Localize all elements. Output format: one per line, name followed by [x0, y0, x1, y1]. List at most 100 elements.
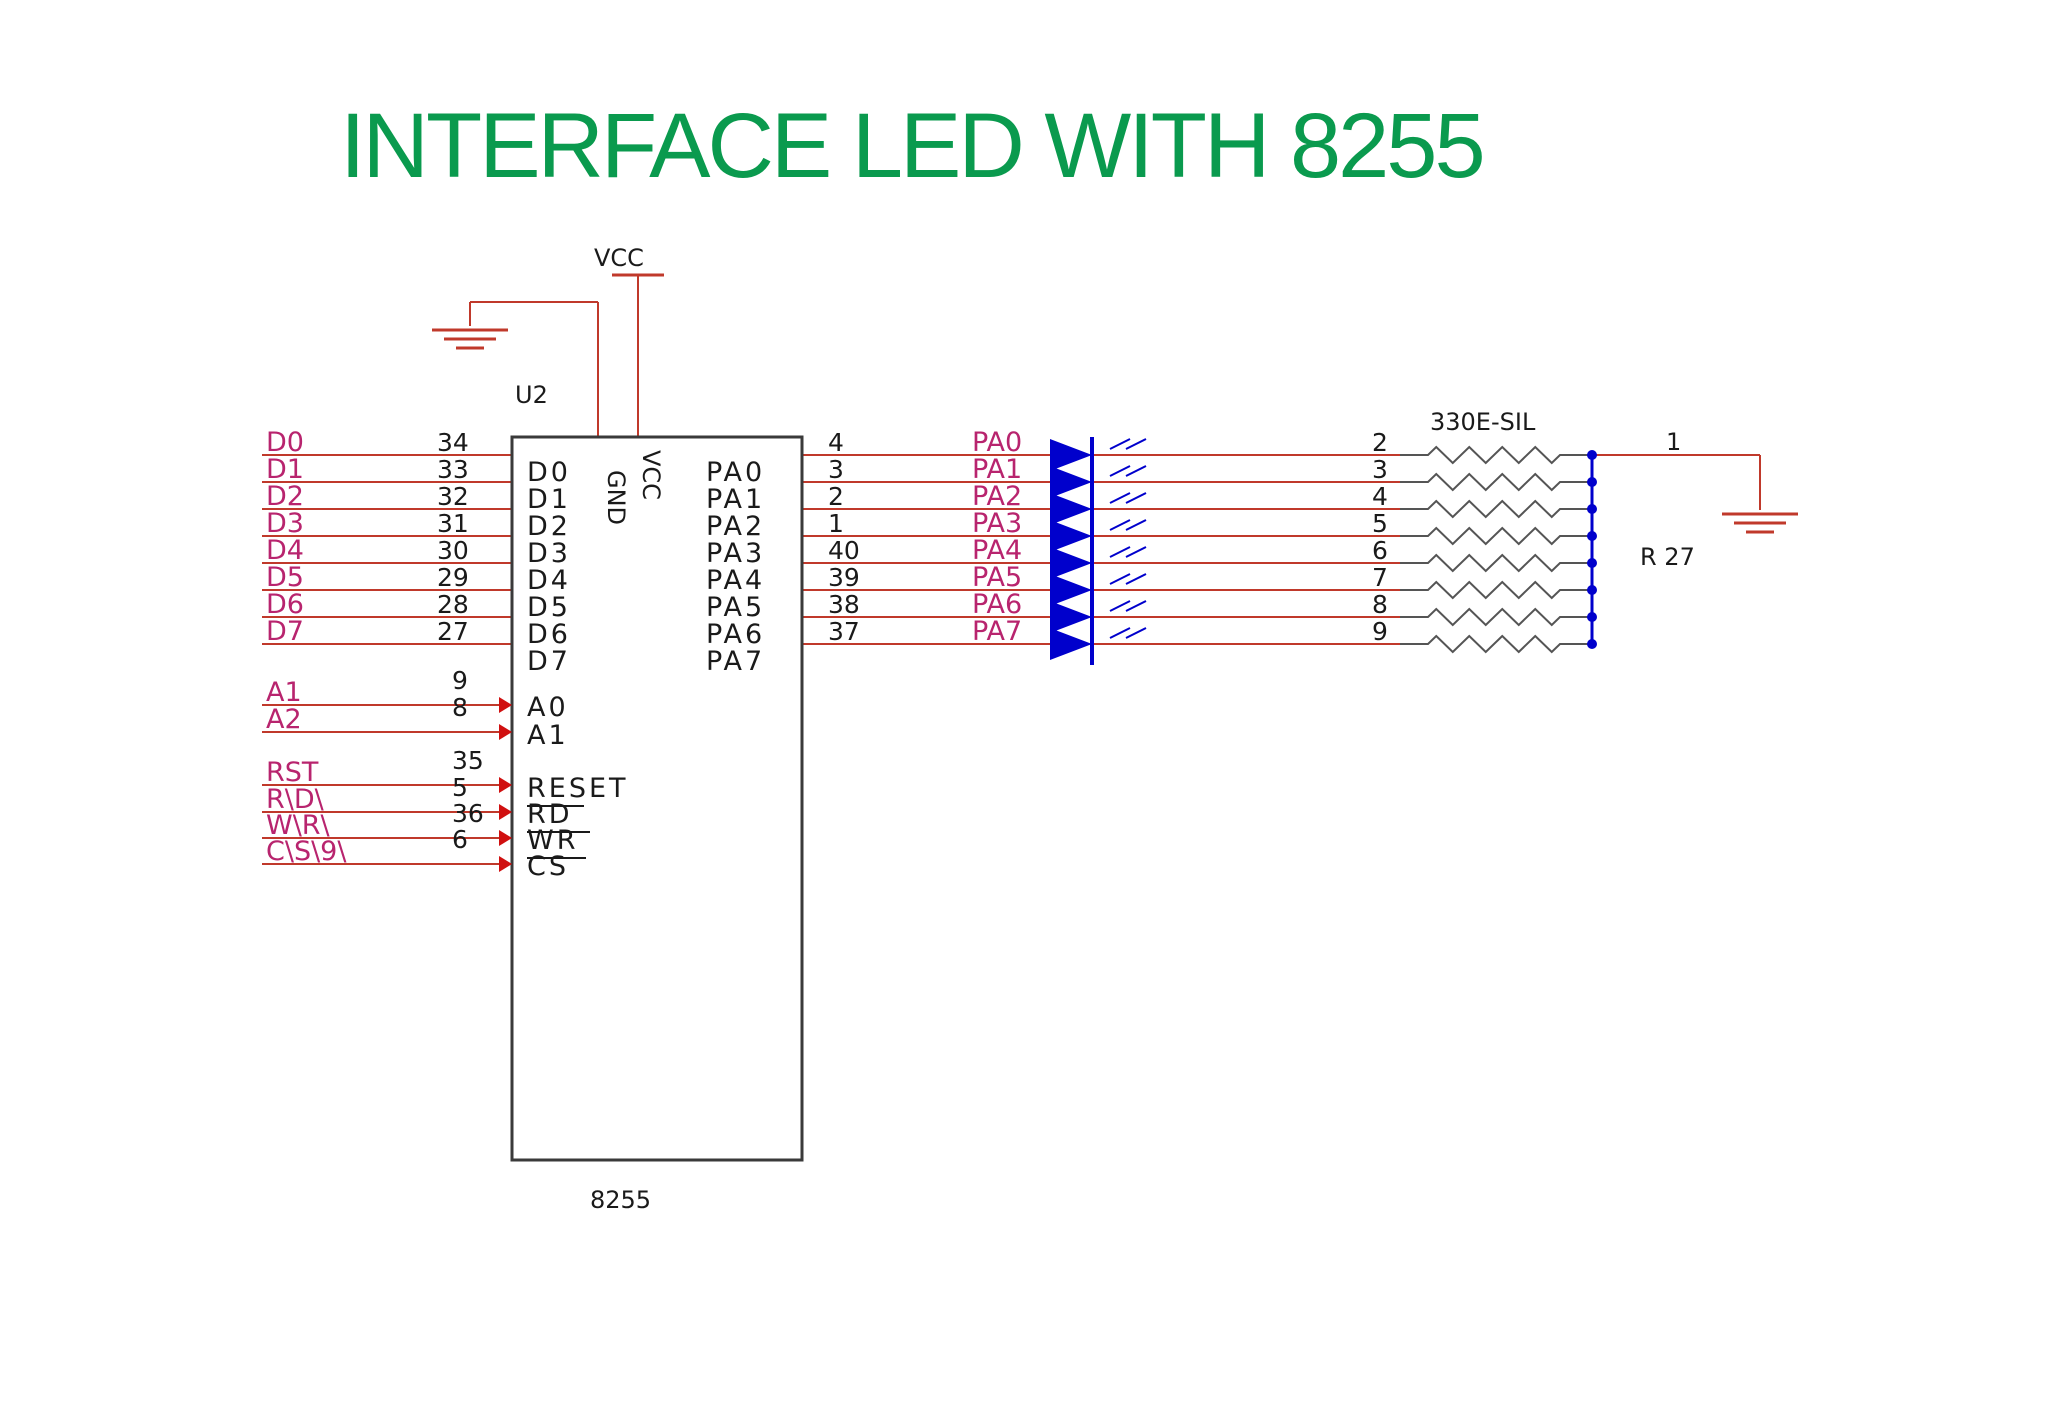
addr_pins-pin-number-0: 9	[452, 666, 468, 695]
data-pin-number-0: 34	[437, 428, 469, 457]
led-ray-a-5	[1109, 573, 1131, 585]
port-pin-name-1: PA1	[706, 484, 765, 515]
resistor-5	[1400, 580, 1592, 600]
port-pin-number-5: 39	[828, 563, 860, 592]
led-ray-b-2	[1125, 492, 1147, 504]
led-3	[1050, 520, 1092, 552]
led-ray-b-5	[1125, 573, 1147, 585]
port-net-label-7: PA7	[972, 616, 1022, 647]
port-pin-number-4: 40	[828, 536, 860, 565]
data-pin-name-7: D7	[527, 646, 571, 677]
ctrl_pins-pin-name-2: WR	[527, 825, 578, 856]
port-net-label-1: PA1	[972, 454, 1022, 485]
resistor-3	[1400, 526, 1592, 546]
wires-layer	[262, 275, 1761, 865]
data-pin-number-7: 27	[437, 617, 469, 646]
led-7	[1050, 628, 1092, 660]
data-pin-name-6: D6	[527, 619, 571, 650]
led-4	[1050, 547, 1092, 579]
ctrl_pins-pin-number-1: 5	[452, 773, 468, 802]
port-pin-name-5: PA5	[706, 592, 765, 623]
port-net-label-3: PA3	[972, 508, 1022, 539]
rpack-pin-number-1: 3	[1372, 455, 1388, 484]
data-net-label-3: D3	[266, 508, 304, 539]
addr_pins-pin-name-0: A0	[527, 692, 569, 723]
port-pin-number-0: 4	[828, 428, 844, 457]
ctrl_pins-pin-number-2: 36	[452, 799, 484, 828]
port-net-label-0: PA0	[972, 427, 1022, 458]
led-2	[1050, 493, 1092, 525]
resistor-6	[1400, 607, 1592, 627]
chip-part-label: 8255	[590, 1186, 651, 1214]
ctrl_pins-arrow-1	[499, 804, 512, 820]
data-pin-number-2: 32	[437, 482, 469, 511]
data-net-label-0: D0	[266, 427, 304, 458]
rpack-pin-number-5: 7	[1372, 563, 1388, 592]
led-ray-a-4	[1109, 546, 1131, 558]
led-0	[1050, 439, 1092, 471]
port-pin-number-1: 3	[828, 455, 844, 484]
port-net-label-5: PA5	[972, 562, 1022, 593]
led-ray-a-6	[1109, 600, 1131, 612]
data-pin-number-6: 28	[437, 590, 469, 619]
led-6	[1050, 601, 1092, 633]
data-pin-number-3: 31	[437, 509, 469, 538]
port-pin-number-6: 38	[828, 590, 860, 619]
port-net-label-6: PA6	[972, 589, 1022, 620]
rpack-pin-number-2: 4	[1372, 482, 1388, 511]
data-pin-number-4: 30	[437, 536, 469, 565]
resistor-1	[1400, 472, 1592, 492]
vcc-label: VCC	[594, 244, 644, 272]
rpack-value-label: 330E-SIL	[1430, 408, 1536, 436]
addr_pins-arrow-0	[499, 697, 512, 713]
data-pin-number-1: 33	[437, 455, 469, 484]
port-pin-name-7: PA7	[706, 646, 765, 677]
port-pin-name-4: PA4	[706, 565, 765, 596]
data-net-label-4: D4	[266, 535, 304, 566]
ctrl_pins-pin-name-1: RD	[527, 799, 573, 830]
data-net-label-6: D6	[266, 589, 304, 620]
data-net-label-2: D2	[266, 481, 304, 512]
rpack-common-pin: 1	[1666, 428, 1681, 456]
ctrl_pins-net-label-1: R\D\	[266, 784, 325, 815]
led-ray-b-1	[1125, 465, 1147, 477]
data-pin-name-5: D5	[527, 592, 571, 623]
led-ray-a-0	[1109, 438, 1131, 450]
ctrl_pins-net-label-2: W\R\	[266, 810, 331, 841]
led-ray-a-2	[1109, 492, 1131, 504]
rpack-pin-number-6: 8	[1372, 590, 1388, 619]
port-pin-name-2: PA2	[706, 511, 765, 542]
page-title: INTERFACE LED WITH 8255	[340, 95, 1486, 197]
chip-8255-body	[510, 435, 804, 1162]
addr_pins-pin-number-1: 8	[452, 693, 468, 722]
chip-ref-label: U2	[515, 381, 548, 409]
data-pin-name-0: D0	[527, 457, 571, 488]
led-ray-b-7	[1125, 627, 1147, 639]
data-pin-name-4: D4	[527, 565, 571, 596]
resistor-4	[1400, 553, 1592, 573]
led-ray-a-3	[1109, 519, 1131, 531]
rpack-pin-number-3: 5	[1372, 509, 1388, 538]
data-net-label-5: D5	[266, 562, 304, 593]
data-net-label-1: D1	[266, 454, 304, 485]
resistor-0	[1400, 445, 1592, 465]
led-5	[1050, 574, 1092, 606]
port-pin-number-7: 37	[828, 617, 860, 646]
ctrl_pins-net-label-3: C\S\9\	[266, 836, 347, 867]
gnd-pin-name: GND	[602, 470, 630, 525]
led-1	[1050, 466, 1092, 498]
rpack-pin-number-0: 2	[1372, 428, 1388, 457]
port-pin-number-2: 2	[828, 482, 844, 511]
port-pin-number-3: 1	[828, 509, 844, 538]
parts-layer	[432, 273, 1798, 1162]
resistor-2	[1400, 499, 1592, 519]
addr_pins-pin-name-1: A1	[527, 720, 569, 751]
led-ray-a-1	[1109, 465, 1131, 477]
led-ray-b-6	[1125, 600, 1147, 612]
rpack-ref-label: R 27	[1640, 543, 1695, 571]
addr_pins-net-label-1: A2	[266, 704, 302, 735]
ctrl_pins-pin-name-0: RESET	[527, 773, 629, 804]
port-net-label-4: PA4	[972, 535, 1022, 566]
